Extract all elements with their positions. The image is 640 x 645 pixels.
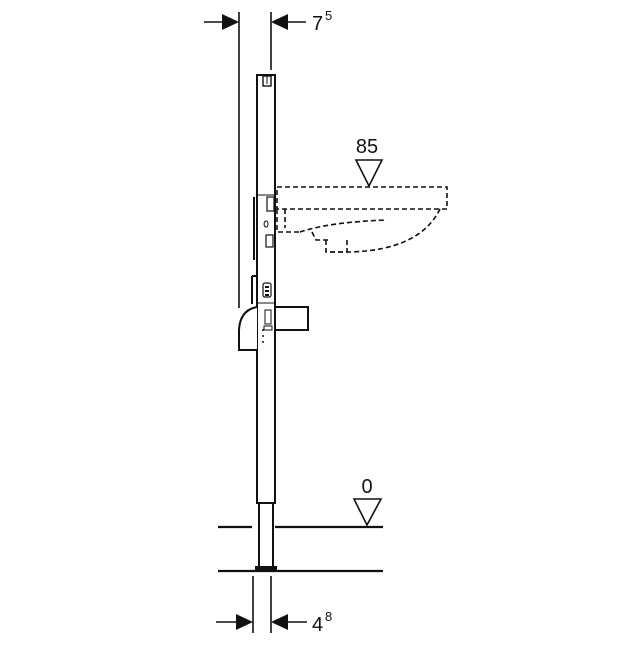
drain-connector: [274, 306, 309, 331]
washbasin-outline: [276, 186, 448, 253]
top-width-value: 7: [312, 13, 323, 35]
sink-height-marker: 85: [354, 136, 384, 188]
bottom-width-value: 4: [312, 614, 323, 636]
floor-height-marker: 0: [352, 476, 383, 527]
floor-lines: [218, 525, 383, 573]
sink-height-value: 85: [356, 136, 378, 158]
bottom-width-superscript: 8: [325, 609, 332, 624]
mounting-bracket: [251, 275, 275, 343]
top-width-superscript: 5: [325, 8, 332, 23]
bottom-width-dimension: 4 8: [216, 576, 332, 636]
drain-elbow: [238, 306, 258, 351]
floor-height-value: 0: [361, 476, 372, 498]
top-width-dimension: 7 5: [204, 8, 332, 70]
